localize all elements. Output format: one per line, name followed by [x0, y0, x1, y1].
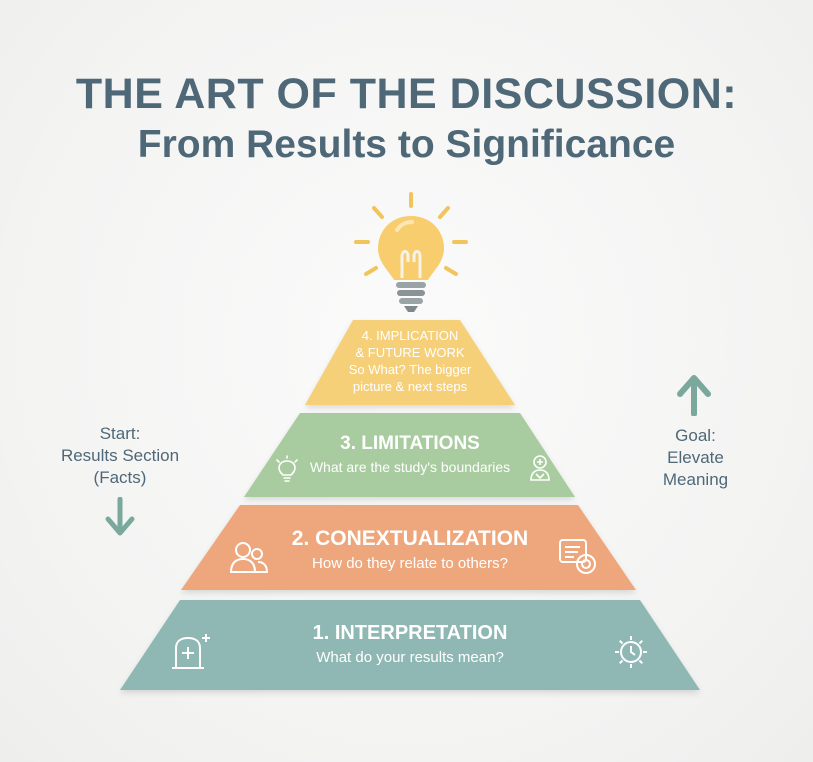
page-title: THE ART OF THE DISCUSSION:: [75, 70, 738, 118]
tier-1-text: 1. INTERPRETATION What do your results m…: [240, 622, 580, 666]
tier-1-subtitle: What do your results mean?: [316, 649, 504, 666]
start-label: Start: Results Section (Facts): [50, 423, 190, 489]
tier-2-text: 2. CONEXTUALIZATION How do they relate t…: [250, 527, 570, 572]
bulb-small-icon: [276, 455, 298, 482]
tier-4-subtitle-line1: So What? The bigger: [348, 362, 472, 377]
goal-label: Goal: Elevate Meaning: [648, 425, 743, 491]
people-icon: [229, 542, 269, 573]
tier-2-band: [181, 505, 636, 590]
tier-3-title: 3. LIMITATIONS: [340, 433, 480, 454]
start-label-line3: (Facts): [93, 468, 147, 487]
arrow-up-icon: [677, 375, 711, 416]
goal-label-line1: Goal:: [675, 426, 716, 445]
tier-3-text: 3. LIMITATIONS What are the study's boun…: [280, 433, 540, 475]
goal-label-line2: Elevate: [667, 448, 724, 467]
document-target-icon: [559, 539, 596, 574]
lightbulb-icon: [354, 192, 468, 312]
tier-1-title: 1. INTERPRETATION: [312, 622, 508, 644]
gear-icon: [615, 636, 647, 668]
tier-3-subtitle: What are the study's boundaries: [309, 459, 511, 475]
goal-label-line3: Meaning: [662, 470, 729, 489]
tier-4-title-line1: 4. IMPLICATION: [361, 328, 459, 343]
tier-2-subtitle: How do they relate to others?: [312, 555, 508, 572]
page-subtitle: From Results to Significance: [137, 123, 676, 166]
tier-4-subtitle-line2: picture & next steps: [352, 379, 468, 394]
start-label-line2: Results Section: [60, 446, 180, 465]
tier-4-text: 4. IMPLICATION & FUTURE WORK So What? Th…: [320, 327, 500, 395]
tier-3-band: [244, 413, 575, 497]
start-label-line1: Start:: [99, 424, 141, 443]
tier-2-title: 2. CONEXTUALIZATION: [291, 527, 529, 550]
tier-4-title-line2: & FUTURE WORK: [355, 345, 465, 360]
arrow-down-icon: [105, 497, 135, 536]
tablet-sparkle-icon: [172, 634, 210, 669]
tier-1-band: [120, 600, 700, 690]
tier-4-band: [305, 320, 515, 405]
person-badge-icon: [530, 455, 550, 481]
